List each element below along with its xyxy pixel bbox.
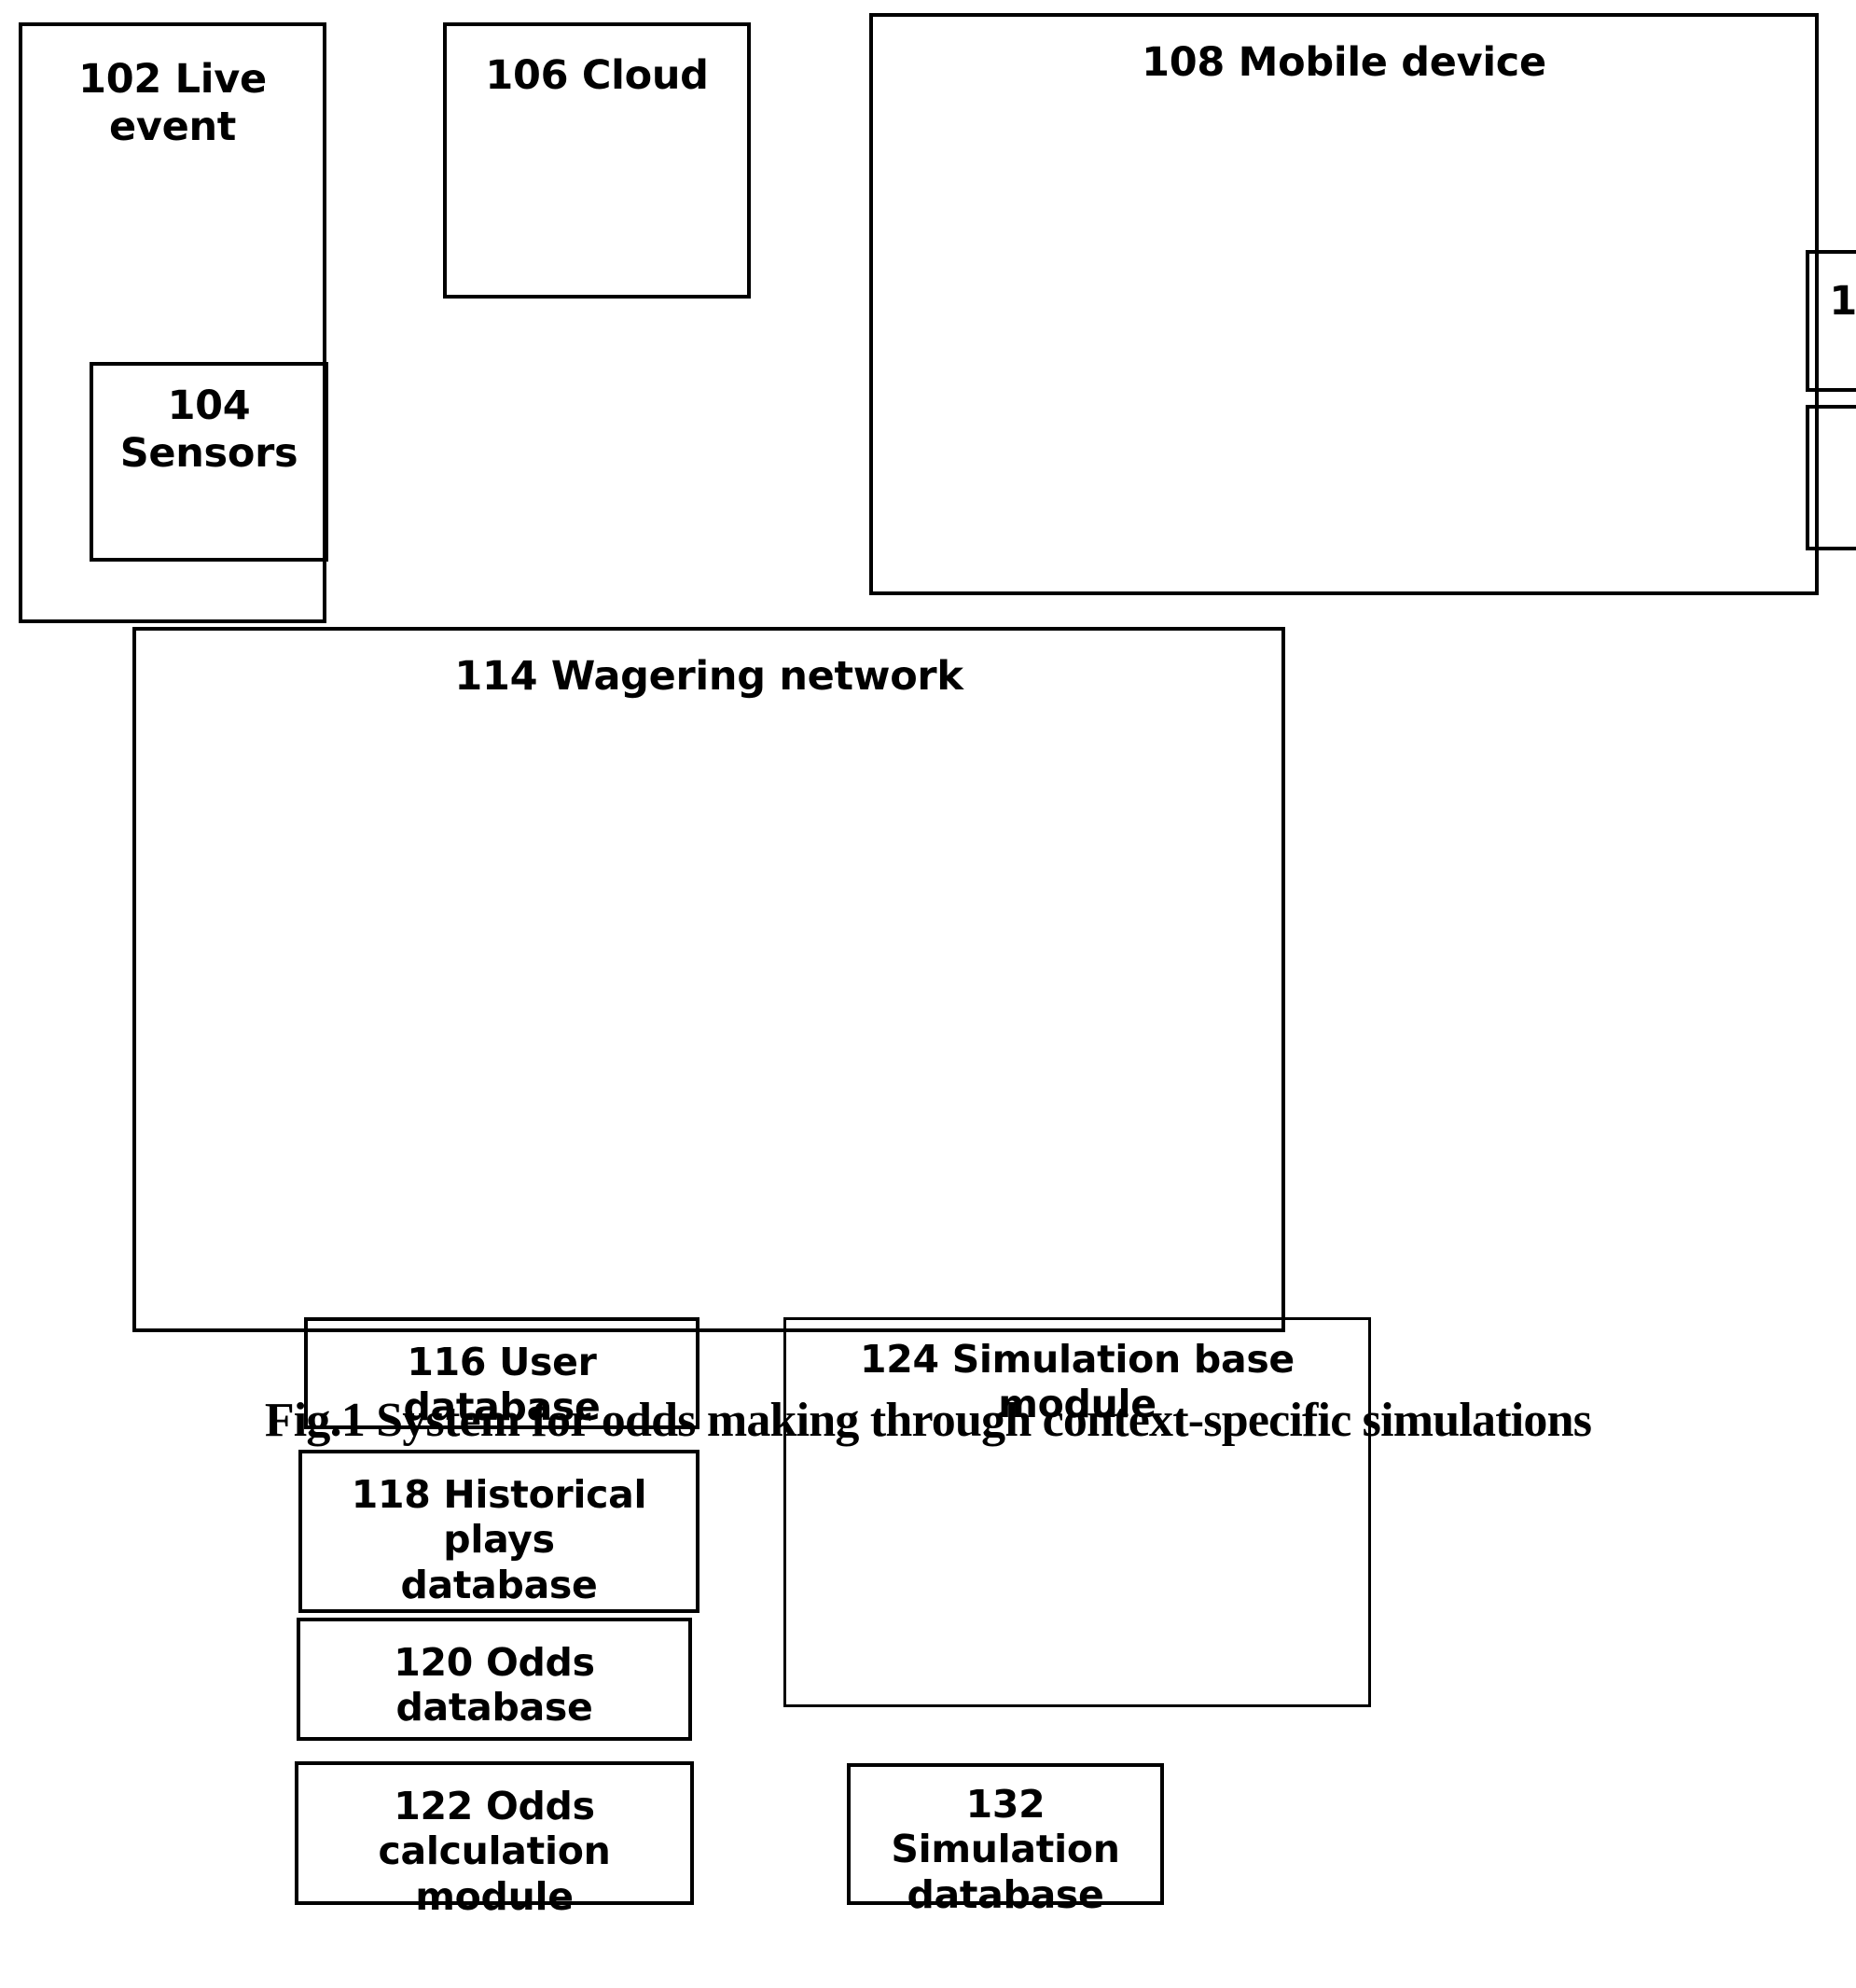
block-simulation-base-module: 124 Simulation base module 126 Initial s…	[783, 1317, 1371, 1707]
block-historical-plays-database: 118 Historical plays database	[298, 1450, 699, 1613]
block-simulation-database-label: 132 Simulation database	[891, 1782, 1120, 1917]
block-user-database-label: 116 User database	[403, 1340, 601, 1430]
block-simulation-database: 132 Simulation database	[847, 1763, 1164, 1917]
block-mobile-device-database-label: 112 Mobile device database	[1809, 429, 1856, 571]
block-odds-database: 120 Odds database	[297, 1618, 692, 1741]
block-mobile-device-label: 108 Mobile device	[1142, 39, 1546, 86]
block-mobile-device: 108 Mobile device 110 Wagering app 112 M…	[869, 13, 1856, 595]
block-sensors: 104 Sensors	[90, 362, 328, 562]
block-user-database: 116 User database	[304, 1317, 699, 1429]
block-odds-calculation-module-label: 122 Odds calculation module	[378, 1784, 611, 1919]
block-odds-database-label: 120 Odds database	[394, 1640, 595, 1731]
block-cloud: 106 Cloud	[443, 22, 751, 299]
block-live-event-label: 102 Live event	[78, 56, 267, 150]
block-mobile-device-database: 112 Mobile device database	[1806, 405, 1856, 550]
block-simulation-base-module-label: 124 Simulation base module	[860, 1337, 1295, 1427]
block-wagering-app-label: 110 Wagering app	[1829, 278, 1856, 325]
figure-caption: Fig.1 System for odds making through con…	[264, 1394, 1592, 1447]
block-sensors-label: 104 Sensors	[119, 382, 298, 477]
block-historical-plays-database-label: 118 Historical plays database	[351, 1472, 647, 1607]
block-wagering-network-label: 114 Wagering network	[454, 653, 963, 700]
block-wagering-network: 114 Wagering network 116 User database 1…	[132, 627, 1371, 1919]
block-live-event: 102 Live event 104 Sensors	[19, 22, 328, 623]
block-cloud-label: 106 Cloud	[485, 52, 709, 99]
block-wagering-app: 110 Wagering app	[1806, 250, 1856, 392]
block-odds-calculation-module: 122 Odds calculation module	[295, 1761, 694, 1919]
